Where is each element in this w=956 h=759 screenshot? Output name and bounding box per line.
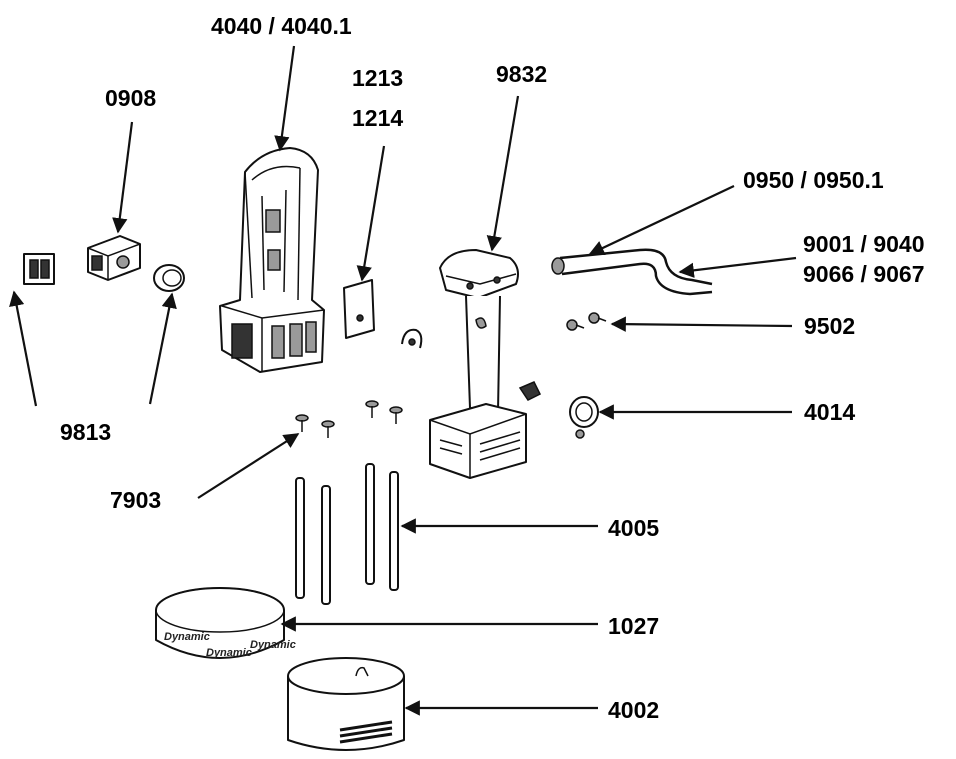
label-1027: 1027	[608, 613, 659, 639]
label-9813: 9813	[60, 419, 111, 445]
plate-part	[343, 279, 375, 339]
arrow-0908	[112, 121, 134, 234]
motor-unit-part	[429, 249, 542, 479]
knob-part	[153, 264, 185, 292]
band-text-3: Dynamic	[250, 639, 296, 651]
label-9832: 9832	[496, 61, 547, 87]
ring-4014-part	[569, 396, 599, 439]
label-4040: 4040 / 4040.1	[211, 13, 352, 39]
label-0908: 0908	[105, 85, 156, 111]
arrow-9813-right	[148, 292, 177, 405]
arrow-9001	[678, 256, 797, 278]
screws-7903-part	[295, 400, 403, 438]
band-text-1: Dynamic	[164, 631, 210, 643]
label-1214: 1214	[352, 105, 403, 131]
band-text-2: Dynamic	[206, 647, 252, 659]
screws-9502-part	[566, 312, 607, 331]
upper-housing-part	[219, 147, 325, 373]
label-0950: 0950 / 0950.1	[743, 167, 884, 193]
label-1213: 1213	[352, 65, 403, 91]
label-4005: 4005	[608, 515, 659, 541]
cable-part	[551, 248, 713, 296]
label-9066-9067: 9066 / 9067	[803, 261, 925, 287]
label-9502: 9502	[804, 313, 855, 339]
arrow-9502	[610, 316, 793, 332]
band-1027-part: Dynamic Dynamic Dynamic	[155, 587, 296, 659]
connector-block-part	[23, 253, 55, 285]
container-4002-part	[287, 657, 405, 751]
label-7903: 7903	[110, 487, 161, 513]
arrow-9832	[486, 95, 520, 252]
arrow-7903	[197, 433, 300, 499]
arrow-1214	[356, 145, 386, 282]
arrow-4040	[274, 45, 296, 152]
label-4014: 4014	[804, 399, 855, 425]
switch-module-part	[87, 235, 141, 281]
clip-part	[401, 328, 423, 349]
label-4002: 4002	[608, 697, 659, 723]
rods-4005-part	[295, 463, 399, 605]
arrow-0950	[588, 185, 735, 256]
label-9001-9040: 9001 / 9040	[803, 231, 925, 257]
arrow-9813-left	[9, 290, 38, 407]
